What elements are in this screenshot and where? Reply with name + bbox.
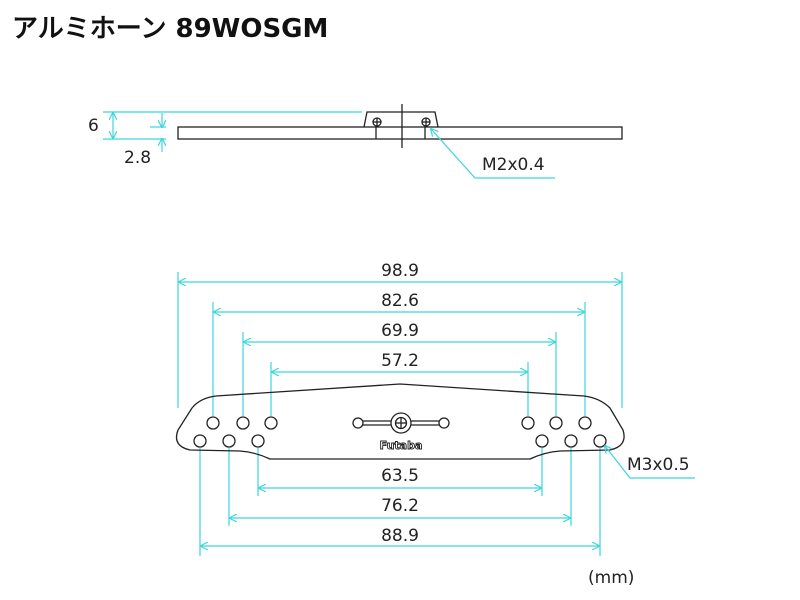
dim-69-9: 69.9	[381, 321, 419, 341]
dim-57-2: 57.2	[381, 351, 419, 371]
dim-63-5: 63.5	[381, 466, 419, 486]
side-view: 6 2.8 M2x0.4	[88, 104, 623, 179]
leader-m3	[605, 446, 695, 479]
diagram-title: アルミホーン 89WOSGM	[12, 14, 329, 44]
mounting-holes	[193, 416, 607, 448]
top-view: Futaba M3x0.5	[175, 383, 695, 479]
dim-88-9: 88.9	[381, 526, 419, 546]
brand-logo: Futaba	[380, 439, 423, 452]
dim-height-label: 6	[88, 116, 99, 136]
dim-76-2: 76.2	[381, 496, 419, 516]
hole-thread-label: M3x0.5	[627, 455, 690, 475]
horn-outline	[175, 383, 625, 460]
top-view-dimensions: 98.9 82.6 69.9 57.2 63.5 76.2 88.9	[177, 261, 623, 556]
dim-82-6: 82.6	[381, 291, 419, 311]
dim-98-9: 98.9	[381, 261, 419, 281]
unit-label: (mm)	[588, 568, 634, 588]
dim-thickness-label: 2.8	[124, 148, 151, 168]
plate-side	[177, 126, 623, 140]
leader-m2	[431, 129, 555, 179]
center-hub-icon	[352, 412, 450, 434]
hub-side	[363, 111, 439, 128]
screw-icon	[372, 117, 382, 139]
screw-icon	[421, 117, 431, 139]
screw-thread-label: M2x0.4	[482, 155, 545, 175]
